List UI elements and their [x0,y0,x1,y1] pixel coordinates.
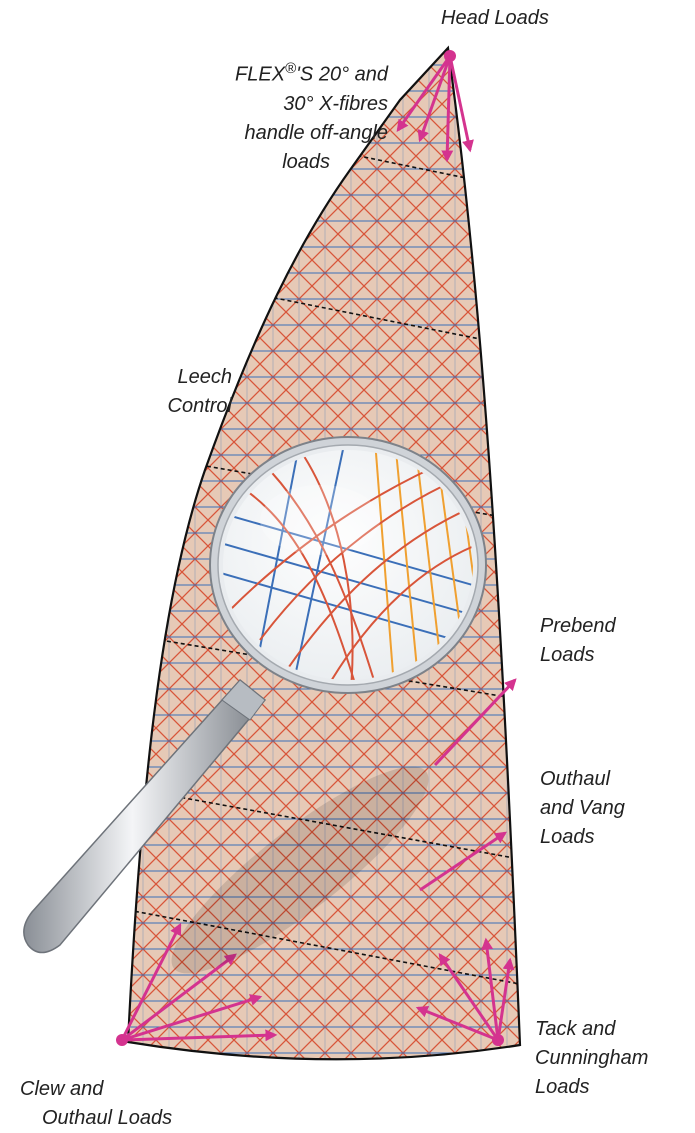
prebend-line-2: Loads [540,641,616,670]
clew-outhaul-loads-label: Clew and Outhaul Loads [20,1075,172,1133]
leech-line-2: Control [130,392,232,421]
flex-line-2: 30° X-fibres [168,90,388,119]
leech-line-1: Leech [130,363,232,392]
head-loads-label: Head Loads [441,4,549,33]
prebend-loads-label: Prebend Loads [540,612,616,670]
outhaul-line-2: and Vang [540,794,625,823]
clew-line-2: Outhaul Loads [20,1104,172,1133]
leech-control-label: Leech Control [130,363,232,421]
registered-mark: ® [285,60,296,77]
clew-line-1: Clew and [20,1075,172,1104]
flex-line-1: FLEX®'S 20° and [168,54,388,90]
tack-cunningham-loads-label: Tack and Cunningham Loads [535,1015,648,1102]
outhaul-vang-loads-label: Outhaul and Vang Loads [540,765,625,852]
tack-line-1: Tack and [535,1015,648,1044]
tack-line-2: Cunningham [535,1044,648,1073]
tack-line-3: Loads [535,1073,648,1102]
prebend-line-1: Prebend [540,612,616,641]
flex-fibres-label: FLEX®'S 20° and 30° X-fibres handle off-… [168,54,388,177]
head-loads-text: Head Loads [441,4,549,33]
flex-line-4: loads [168,148,388,177]
flex-line-3: handle off-angle [168,119,388,148]
outhaul-line-1: Outhaul [540,765,625,794]
outhaul-line-3: Loads [540,823,625,852]
flex-brand: FLEX [235,64,285,86]
flex-line-1-end: 'S 20° and [296,64,388,86]
